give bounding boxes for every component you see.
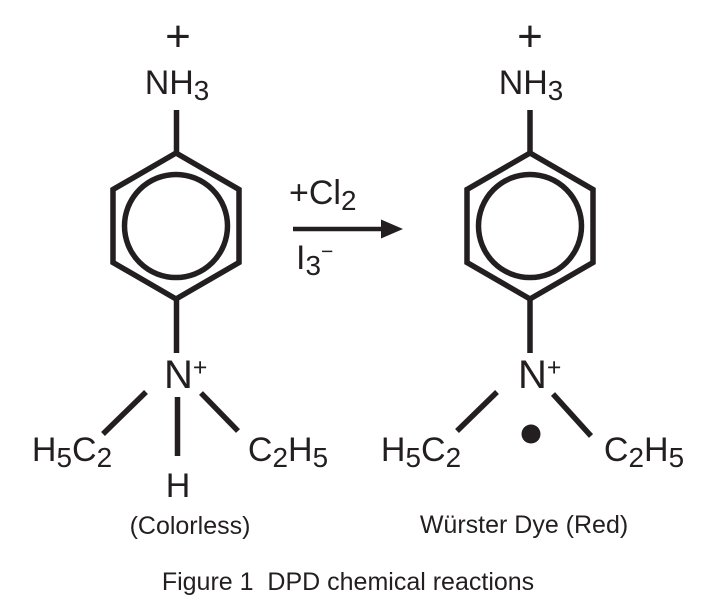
right-product-label: Würster Dye (Red) — [419, 511, 629, 539]
radical-electron-dot — [521, 424, 541, 444]
right-ethyl-left-label: H5C2 — [380, 431, 462, 474]
figure-caption: Figure 1 DPD chemical reactions — [161, 568, 535, 596]
reaction-arrow-head — [381, 219, 403, 239]
left-state-label: (Colorless) — [129, 512, 251, 540]
left-ethyl-left-label: H5C2 — [31, 431, 113, 474]
left-h-label: H — [165, 467, 191, 505]
right-ammonium-charge: + — [517, 12, 543, 61]
right-n-plus-label: N+ — [518, 353, 562, 397]
left-benzene-circle — [121, 171, 231, 281]
left-nh3-label: NH3 — [144, 64, 210, 107]
right-benzene-circle — [475, 171, 585, 281]
left-n-ethyl-right-bond — [199, 391, 240, 433]
right-n-ethyl-right-bond — [550, 392, 594, 438]
right-n-ethyl-left-bond — [455, 390, 499, 433]
left-n-plus-label: N+ — [164, 353, 208, 397]
right-nh3-label: NH3 — [498, 64, 564, 107]
cl2-reagent-label: +Cl2 — [289, 174, 357, 217]
left-ethyl-right-label: C2H5 — [247, 431, 329, 474]
i3-reagent-label: I3− — [296, 239, 334, 282]
left-ammonium-charge: + — [165, 12, 191, 61]
left-n-ethyl-left-bond — [101, 390, 148, 436]
right-ethyl-right-label: C2H5 — [603, 431, 685, 474]
